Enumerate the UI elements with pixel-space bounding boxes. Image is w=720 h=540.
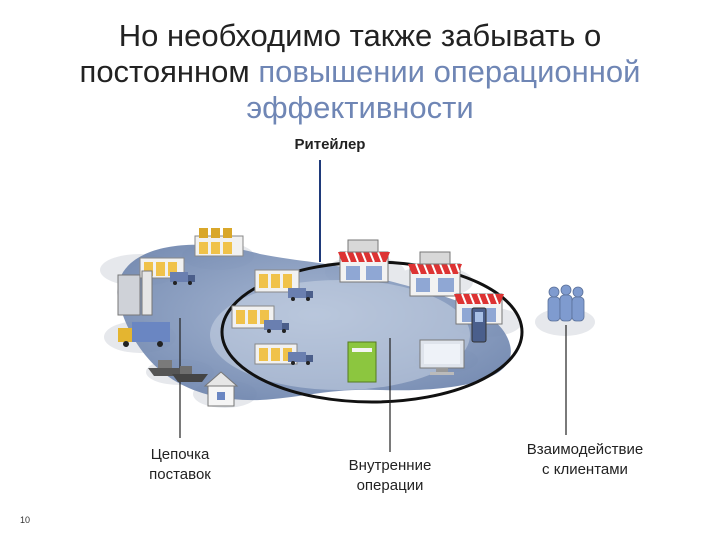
label-supply-chain: Цепочка поставок bbox=[120, 445, 240, 485]
label-customer-interaction: Взаимодействие с клиентами bbox=[500, 440, 670, 480]
catalog-icon bbox=[348, 342, 376, 382]
factory-icon bbox=[118, 271, 152, 315]
slide-number: 10 bbox=[20, 515, 30, 525]
warehouse-icon bbox=[195, 228, 243, 256]
label-internal-line-2: операции bbox=[320, 476, 460, 496]
label-customers-line-2: с клиентами bbox=[500, 460, 670, 480]
label-retailer: Ритейлер bbox=[270, 135, 390, 155]
store-icon bbox=[408, 252, 462, 296]
label-customers-line-1: Взаимодействие bbox=[500, 440, 670, 460]
store-icon bbox=[338, 240, 390, 282]
label-internal-operations: Внутренние операции bbox=[320, 456, 460, 496]
customers-icon bbox=[548, 285, 584, 321]
label-supply-chain-line-2: поставок bbox=[120, 465, 240, 485]
label-supply-chain-line-1: Цепочка bbox=[120, 445, 240, 465]
kiosk-icon bbox=[472, 308, 486, 342]
label-internal-line-1: Внутренние bbox=[320, 456, 460, 476]
